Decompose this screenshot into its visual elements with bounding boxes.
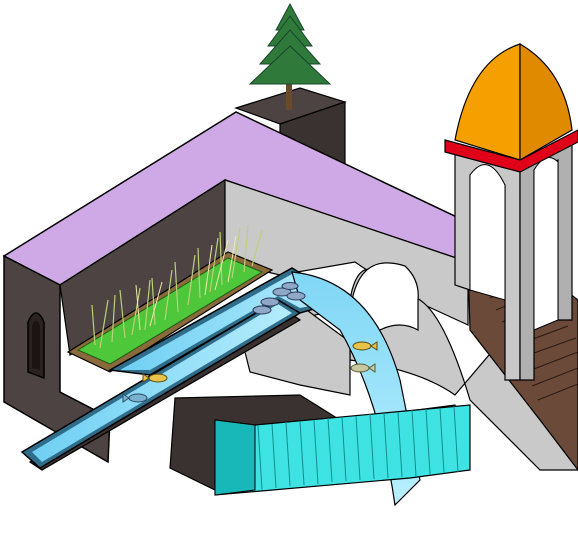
fish-icon [352,341,378,351]
tower-roof-left [454,43,521,161]
reeds-light [135,235,237,331]
waterfall-folds [257,405,459,491]
fish-icon [122,393,148,403]
window-icon [27,312,45,380]
fish-icon [142,373,168,383]
channel-water [32,304,292,462]
channel-upper-water [120,274,340,370]
reeds [91,224,263,349]
tree-icon [248,2,332,110]
fish-school [252,282,306,315]
tower-roof-right [519,42,573,162]
tower [444,42,578,381]
fish-icon [350,363,376,373]
waterfall-curtain-left [214,419,256,496]
